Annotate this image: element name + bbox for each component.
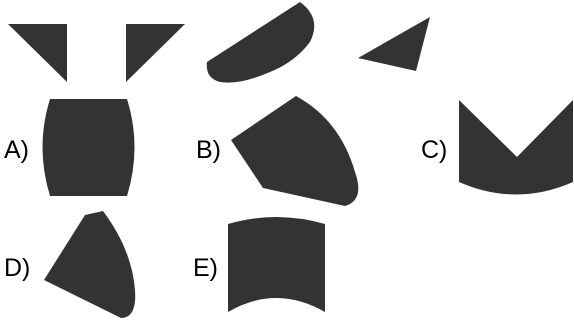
option-d-shape [44, 211, 136, 318]
option-e-shape [228, 217, 325, 312]
option-c-label: C) [421, 136, 447, 164]
option-e-label: E) [193, 254, 218, 282]
option-b[interactable]: B) [196, 96, 359, 206]
option-e[interactable]: E) [193, 217, 325, 312]
question-pieces [8, 2, 430, 83]
option-a[interactable]: A) [4, 99, 135, 196]
option-d-label: D) [4, 254, 30, 282]
piece-right-triangle [126, 24, 185, 82]
piece-left-triangle [8, 24, 67, 82]
option-b-shape [231, 96, 359, 206]
piece-half-disc [206, 2, 315, 83]
option-a-label: A) [4, 136, 29, 164]
piece-small-triangle [358, 17, 430, 71]
option-d[interactable]: D) [4, 211, 136, 318]
option-c-shape [459, 100, 573, 195]
option-c[interactable]: C) [421, 100, 573, 195]
option-b-label: B) [196, 136, 221, 164]
option-a-shape [42, 99, 135, 196]
